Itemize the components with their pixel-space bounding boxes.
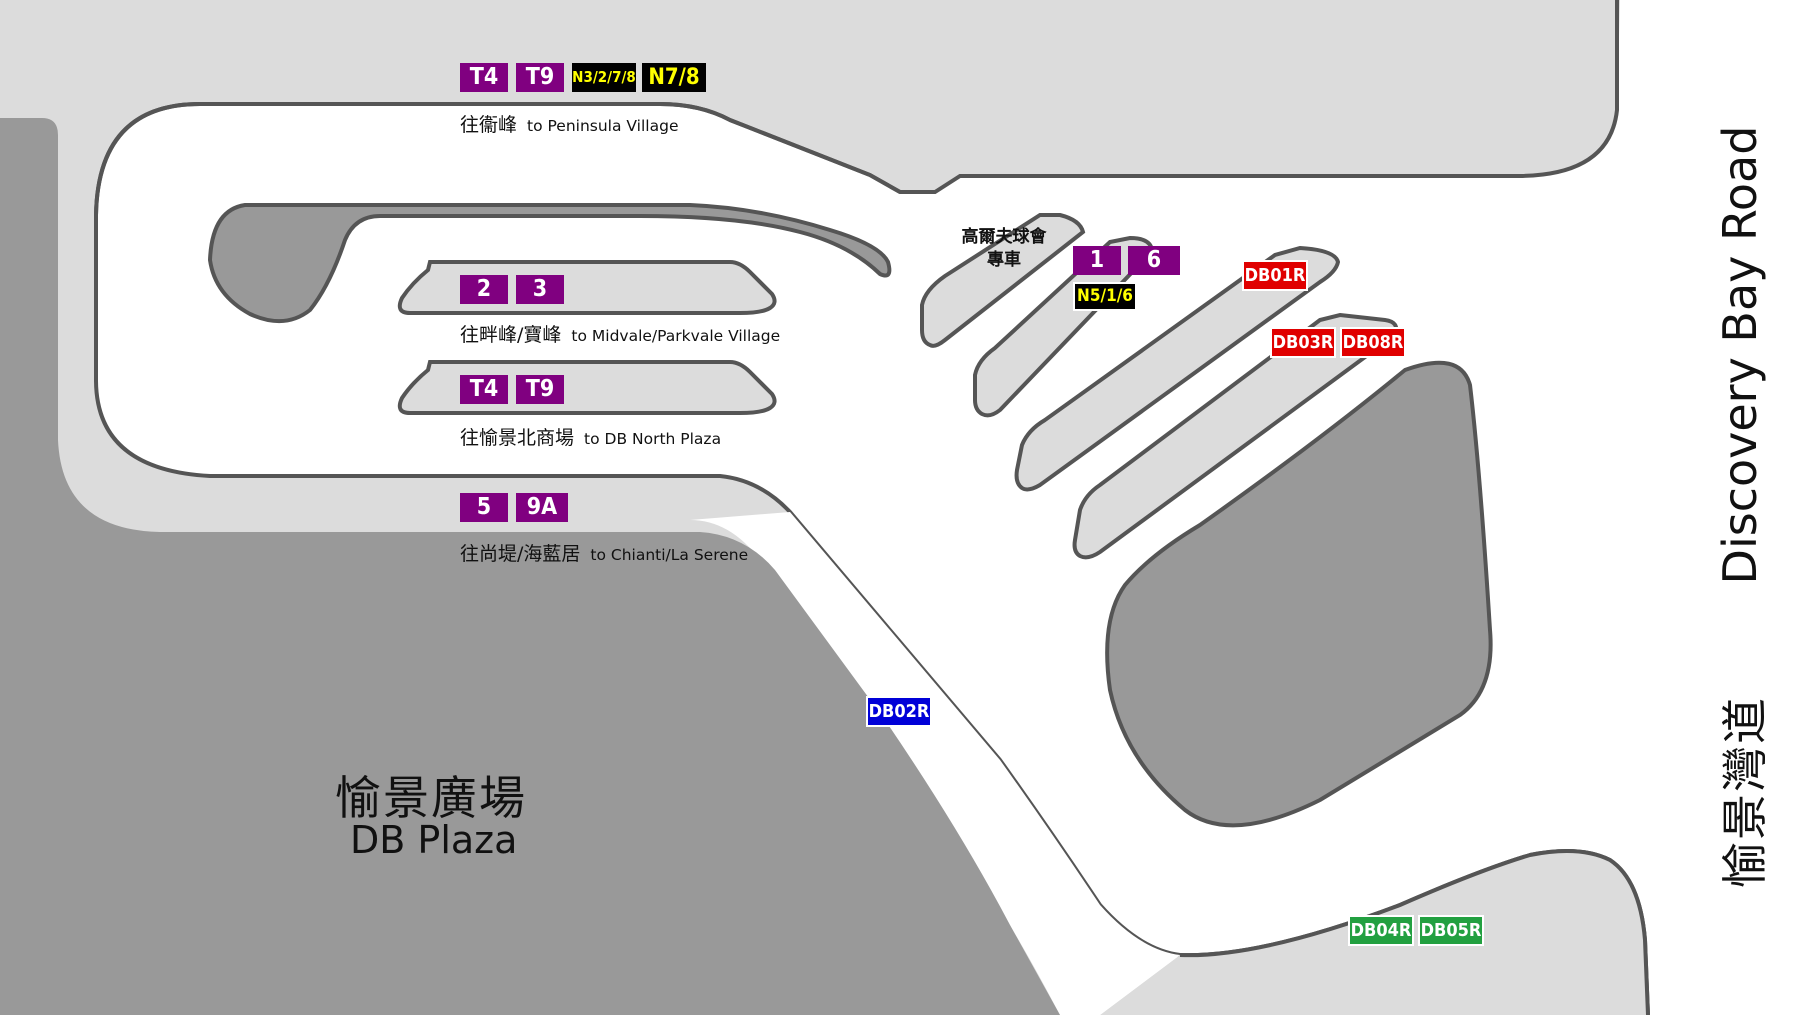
platform-midvale (397, 260, 777, 315)
route-badge-db05r: DB05R (1418, 915, 1484, 946)
route-badge-db02r: DB02R (866, 696, 932, 727)
dest-zh: 往尚堤/海藍居 (460, 543, 581, 565)
route-badge: 9A (516, 493, 568, 522)
road-name-zh: 愉景灣道 (1718, 696, 1772, 888)
route-badge: T9 (516, 375, 564, 404)
dest-zh: 往衞峰 (460, 114, 518, 136)
route-badge-db08r: DB08R (1340, 327, 1406, 358)
bay-db01r (1014, 245, 1341, 492)
route-badge: 3 (516, 275, 564, 304)
dest-en: to Chianti/La Serene (590, 546, 749, 564)
route-badge-db03r: DB03R (1270, 327, 1336, 358)
night-route-badge: N7/8 (642, 63, 706, 92)
dest-en: to Peninsula Village (527, 117, 679, 135)
plaza-name-zh: 愉景廣場 (335, 771, 527, 825)
platform-north-plaza (397, 360, 777, 415)
night-route-badge: N3/2/7/8 (572, 63, 636, 92)
route-badge: T9 (516, 63, 564, 92)
route-badge: 1 (1073, 246, 1121, 275)
dest-en: to Midvale/Parkvale Village (571, 327, 781, 345)
stop-destination-peninsula: 往衞峰 to Peninsula Village (460, 110, 678, 137)
stop-destination-chianti: 往尚堤/海藍居 to Chianti/La Serene (460, 539, 748, 566)
dest-zh: 往畔峰/寶峰 (460, 324, 562, 346)
dest-en: to DB North Plaza (584, 430, 722, 448)
inner-island (207, 203, 892, 324)
route-badge: T4 (460, 63, 508, 92)
route-badge: 2 (460, 275, 508, 304)
route-badge: 5 (460, 493, 508, 522)
stop-destination-north-plaza: 往愉景北商場 to DB North Plaza (460, 423, 721, 450)
night-route-badge: N5/1/6 (1073, 282, 1137, 311)
stop-destination-midvale: 往畔峰/寶峰 to Midvale/Parkvale Village (460, 320, 780, 347)
route-badge: 6 (1128, 246, 1180, 275)
golf-shuttle-line2: 專車 (987, 250, 1021, 270)
oval-building (1105, 360, 1493, 828)
golf-shuttle-line1: 高爾夫球會 (961, 227, 1047, 247)
route-badge-db01r: DB01R (1242, 260, 1308, 291)
plaza-name-en: DB Plaza (350, 818, 518, 862)
dest-zh: 往愉景北商場 (460, 427, 575, 449)
route-badge: T4 (460, 375, 508, 404)
golf-shuttle-label: 高爾夫球會 專車 (950, 226, 1058, 272)
loop-island-outline (94, 102, 901, 216)
db-plaza-building (0, 118, 1060, 1015)
road-name-en: Discovery Bay Road (1713, 125, 1767, 585)
road-surface (690, 512, 1180, 1015)
route-badge-db04r: DB04R (1348, 915, 1414, 946)
bay-golf (920, 213, 1086, 348)
